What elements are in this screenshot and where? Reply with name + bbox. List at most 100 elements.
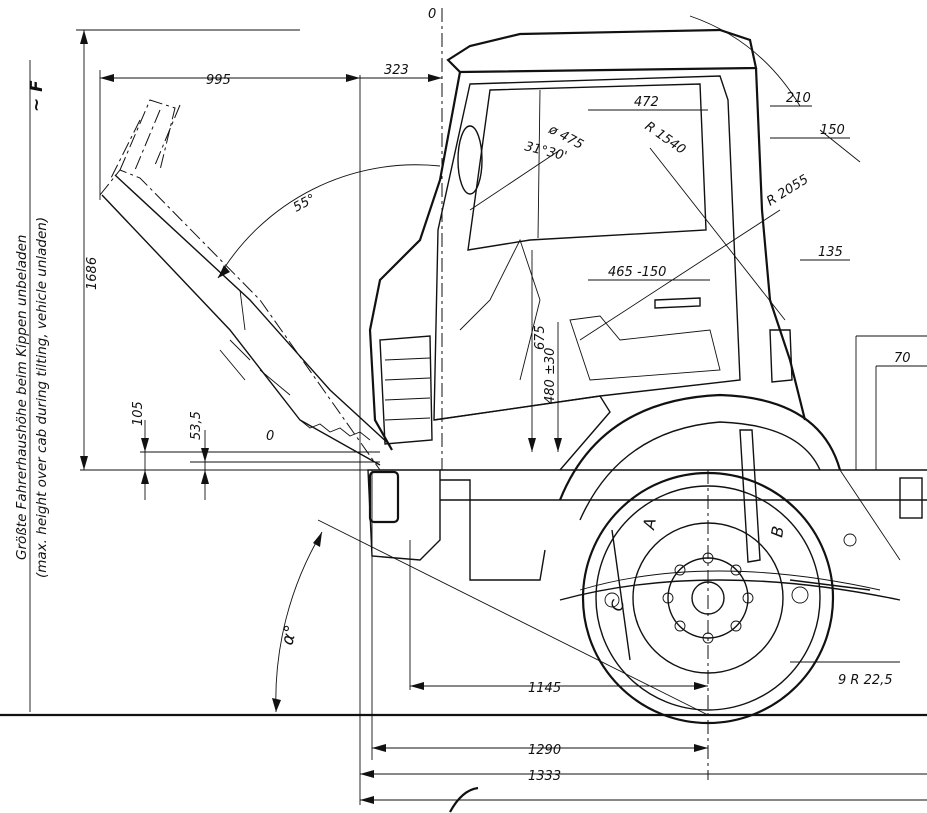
arrow-1686-top <box>80 30 88 44</box>
arrow-1686-bottom <box>80 456 88 470</box>
chassis <box>440 393 927 725</box>
dim-135: 135 <box>818 245 843 260</box>
wheel-studs <box>662 552 754 644</box>
dim-675: 675 <box>533 325 548 350</box>
approach-angle-line <box>317 519 709 716</box>
leader-diam475 <box>469 149 561 211</box>
arrow-480-bottom <box>554 438 562 452</box>
chassis-bolt <box>843 533 857 547</box>
dim-1686: 1686 <box>85 257 100 290</box>
spring-eye <box>604 592 620 608</box>
dim-1145: 1145 <box>528 681 561 696</box>
dim-105: 105 <box>131 401 146 426</box>
dim-r1540: R 1540 <box>642 119 688 158</box>
dim-480: 480 ±30 <box>543 348 558 404</box>
arrow-105-top <box>141 438 149 452</box>
tilted-cab-rear <box>119 99 176 171</box>
door-handle <box>654 297 701 309</box>
tilted-cab-body <box>114 174 391 446</box>
dim-323: 323 <box>384 63 409 78</box>
label-point-a: A <box>639 517 660 532</box>
label-point-c: C <box>607 598 628 613</box>
shock-absorber <box>739 429 761 563</box>
dim-1333: 1333 <box>528 769 561 784</box>
front-grille <box>379 335 433 445</box>
arrow-1333-left <box>360 770 374 778</box>
rear-cab-mount <box>769 329 793 383</box>
side-label-german: Größte Fahrerhaushöhe beim Kippen unbela… <box>14 235 30 560</box>
arrow-heads <box>80 30 708 804</box>
headlight <box>368 470 400 524</box>
wheel-stud <box>742 592 754 604</box>
label-point-b: B <box>767 525 788 539</box>
arrow-1145-right <box>694 682 708 690</box>
dim-472: 472 <box>634 95 659 110</box>
entry-step <box>440 479 546 581</box>
steering-column <box>459 238 541 381</box>
tilted-cab-windshield <box>109 104 181 181</box>
side-label-symbol: ~ F <box>27 80 47 112</box>
dim-150: 150 <box>820 123 845 138</box>
chassis-bracket <box>839 469 901 561</box>
cab-rear-wall <box>754 67 807 421</box>
leader-r2055 <box>579 209 781 341</box>
dim-465: 465 -150 <box>608 265 666 280</box>
dim-alpha: α° <box>278 623 302 647</box>
arrow-1145-left <box>410 682 424 690</box>
cab-lower-skirt <box>433 395 611 471</box>
wheel-stud <box>662 592 674 604</box>
wheel-stud <box>730 620 742 632</box>
arrow-105-bottom <box>141 470 149 484</box>
cab-front-face <box>368 71 462 451</box>
wheel-arch-inner <box>579 421 821 521</box>
front-bumper <box>367 469 441 561</box>
arrow-alpha-bottom <box>272 698 281 712</box>
spring-shackle <box>791 586 809 604</box>
dimension-text: 995 323 0 210 150 472 ø 475 31°30' R 154… <box>85 7 911 784</box>
driver-seat <box>569 315 721 381</box>
side-mirror <box>457 125 483 195</box>
dim-arc-55 <box>217 164 441 279</box>
tilted-cab-floor <box>101 194 381 466</box>
leader-150 <box>819 129 861 163</box>
cab-roof <box>446 28 758 74</box>
dim-0-mid: 0 <box>266 429 274 444</box>
cab-door-window <box>467 83 707 251</box>
leaf-spring-upper <box>579 570 881 591</box>
dim-210: 210 <box>786 91 811 106</box>
side-label-english: (max. height over cab during tilting, ve… <box>34 217 50 578</box>
arrow-55-left <box>218 265 230 278</box>
side-label: Größte Fahrerhaushöhe beim Kippen unbela… <box>14 60 50 712</box>
leader-r1540 <box>649 147 786 321</box>
tyre-sidewall <box>595 485 821 711</box>
arrow-1290-left <box>372 744 386 752</box>
arrow-995-left <box>100 74 114 82</box>
wheel-stud <box>674 620 686 632</box>
dim-70: 70 <box>894 351 911 366</box>
dim-arc-alpha <box>275 531 323 713</box>
dim-995: 995 <box>206 73 231 88</box>
dim-tyre: 9 R 22,5 <box>838 673 893 688</box>
leaf-spring <box>559 579 901 601</box>
wheel-hub <box>667 557 749 639</box>
arrow-53-top <box>201 448 209 462</box>
front-tyre <box>581 471 835 725</box>
tie-rod <box>789 579 871 591</box>
arrow-323-right <box>428 74 442 82</box>
point-labels: A B C <box>607 517 788 613</box>
arrow-1290-right <box>694 744 708 752</box>
dim-0-top: 0 <box>428 7 436 22</box>
arrow-alpha-top <box>313 532 322 547</box>
steering-rod <box>611 529 631 661</box>
dim-1290: 1290 <box>528 743 561 758</box>
frame-rail <box>440 469 927 501</box>
tilted-cab-grille-teeth <box>299 419 371 441</box>
cab-window-divider <box>537 89 541 239</box>
dim-r2055: R 2055 <box>764 172 811 209</box>
arrow-53-bottom <box>201 470 209 484</box>
air-tank <box>899 477 923 519</box>
arrow-bottom-left <box>360 796 374 804</box>
wheel-stud <box>730 564 742 576</box>
dimension-lines <box>76 15 927 801</box>
